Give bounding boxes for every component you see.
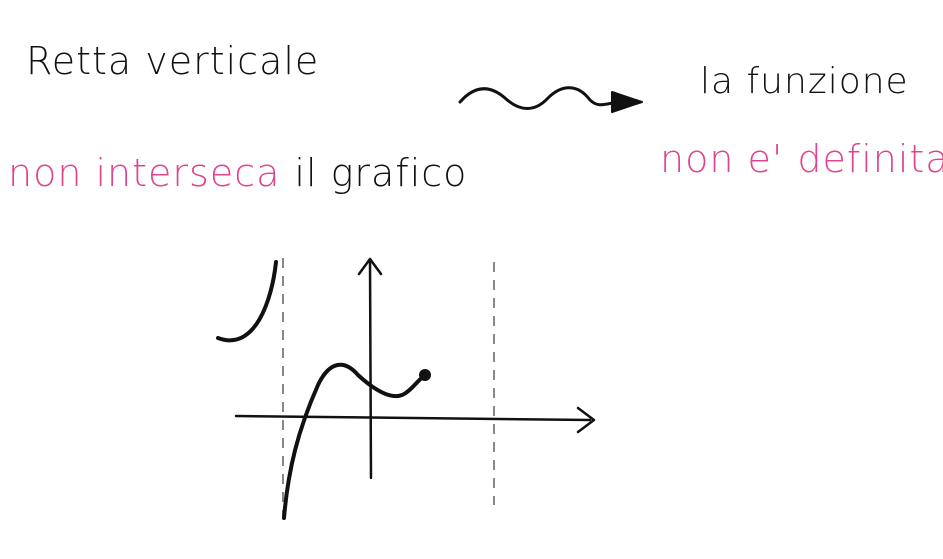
right-line-2: non e' definita (660, 140, 943, 178)
graph-endpoint-dot (419, 369, 431, 381)
y-axis-arrow-icon (357, 257, 383, 276)
left-plain-text: il grafico (294, 151, 468, 195)
x-axis-arrow-icon (576, 406, 596, 434)
right-line-1: la funzione (700, 61, 909, 102)
graph-left-branch (216, 260, 278, 343)
right-highlight-text-1: non e' (660, 137, 784, 181)
right-highlight-text-2: definita (797, 137, 943, 181)
x-axis (234, 414, 592, 422)
squiggly-arrow-line (458, 86, 620, 110)
left-highlight-text: non interseca (8, 151, 281, 195)
y-axis (368, 260, 373, 480)
left-line-1: Retta verticale (26, 39, 320, 83)
left-line-2: non interseca il grafico (8, 154, 467, 192)
graph-main-branch (282, 362, 426, 520)
arrow-head-icon (611, 91, 643, 113)
